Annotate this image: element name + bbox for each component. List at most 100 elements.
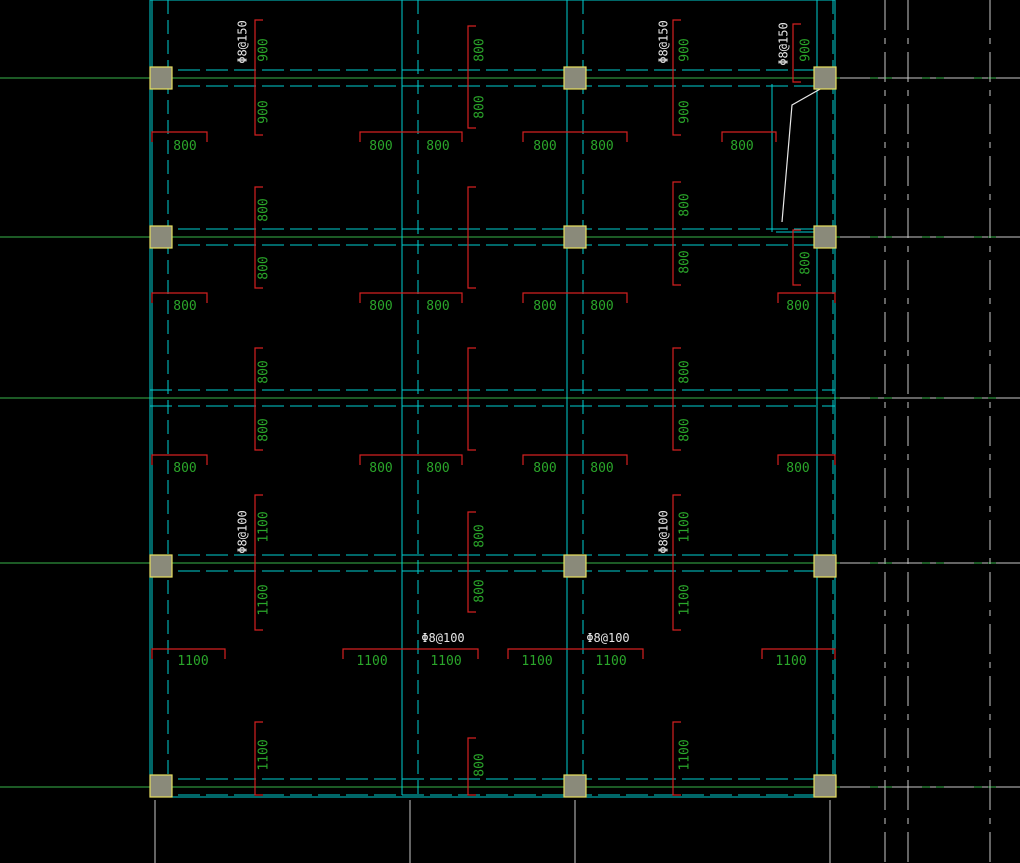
dim-label: 800 — [730, 139, 753, 154]
dim-label: 800 — [257, 360, 272, 383]
reinforcement-brackets — [151, 19, 836, 796]
dim-label: 800 — [426, 461, 449, 476]
rebar-notes: Φ8@150 Φ8@150 Φ8@150 Φ8@100 Φ8@100 Φ8@10… — [236, 20, 791, 645]
bottom-bar-bracket — [522, 131, 628, 142]
dim-label: 800 — [799, 251, 814, 274]
dim-label: 800 — [786, 461, 809, 476]
dim-label: 800 — [473, 38, 488, 61]
column-square — [813, 774, 837, 798]
bottom-bar-bracket — [151, 454, 208, 465]
bottom-bar-bracket — [359, 292, 463, 303]
column-square — [813, 554, 837, 578]
bottom-bar-bracket — [151, 131, 208, 142]
dim-label: 800 — [473, 753, 488, 776]
top-bar-bracket — [254, 347, 263, 451]
dim-label: 800 — [257, 418, 272, 441]
dim-label: 800 — [590, 461, 613, 476]
dim-label: 1100 — [595, 654, 626, 669]
top-bar-bracket — [254, 19, 263, 136]
dim-label: 800 — [678, 193, 693, 216]
rebar-note: Φ8@100 — [236, 510, 250, 553]
bottom-bar-bracket — [777, 292, 836, 303]
dim-label: 1100 — [775, 654, 806, 669]
top-bar-bracket — [467, 737, 476, 796]
bottom-bar-bracket — [151, 648, 226, 659]
top-bar-bracket — [467, 347, 476, 451]
top-bar-bracket — [254, 494, 263, 631]
top-bar-bracket — [467, 186, 476, 289]
column-square — [563, 66, 587, 90]
column-square — [813, 66, 837, 90]
bottom-bar-bracket — [151, 292, 208, 303]
dim-label: 800 — [369, 461, 392, 476]
dim-label: 900 — [678, 38, 693, 61]
dim-label: 900 — [678, 100, 693, 123]
rebar-note: Φ8@150 — [657, 20, 671, 63]
opening-outline — [781, 87, 823, 223]
dim-label: 800 — [257, 256, 272, 279]
top-bar-bracket — [792, 229, 801, 286]
bottom-bar-bracket — [721, 131, 777, 142]
bottom-bar-bracket — [777, 454, 836, 465]
dim-label: 1100 — [678, 584, 693, 615]
column-square — [149, 66, 173, 90]
dim-label: 900 — [257, 100, 272, 123]
dim-label: 1100 — [257, 584, 272, 615]
dim-label: 800 — [473, 524, 488, 547]
top-bar-bracket — [254, 721, 263, 796]
rebar-note: Φ8@100 — [421, 631, 464, 645]
top-bar-bracket — [792, 23, 801, 83]
dim-label: 800 — [369, 139, 392, 154]
dim-label: 800 — [473, 95, 488, 118]
dim-label: 1100 — [356, 654, 387, 669]
dim-label: 900 — [799, 38, 814, 61]
top-bar-bracket — [672, 494, 681, 631]
top-bar-bracket — [672, 347, 681, 451]
dim-label: 1100 — [257, 511, 272, 542]
dim-label: 800 — [678, 418, 693, 441]
column-square — [149, 774, 173, 798]
slab-outline — [149, 0, 836, 798]
rebar-note: Φ8@100 — [586, 631, 629, 645]
dim-label: 800 — [173, 461, 196, 476]
dim-label: 1100 — [521, 654, 552, 669]
rebar-note: Φ8@150 — [777, 22, 791, 65]
dim-label: 900 — [257, 38, 272, 61]
top-bar-bracket — [672, 181, 681, 286]
dim-label: 1100 — [257, 739, 272, 770]
bottom-bar-bracket — [359, 131, 463, 142]
dim-label: 1100 — [678, 739, 693, 770]
column-square — [149, 554, 173, 578]
dim-label: 1100 — [430, 654, 461, 669]
dim-label: 800 — [473, 579, 488, 602]
columns — [149, 66, 837, 798]
column-square — [563, 554, 587, 578]
dim-label: 800 — [257, 198, 272, 221]
top-bar-bracket — [254, 186, 263, 289]
dim-label: 800 — [369, 299, 392, 314]
top-bar-bracket — [672, 19, 681, 136]
rebar-note: Φ8@150 — [236, 20, 250, 63]
column-square — [149, 225, 173, 249]
dim-label: 800 — [590, 299, 613, 314]
bottom-bar-bracket — [522, 292, 628, 303]
dim-label: 800 — [533, 139, 556, 154]
bottom-bar-bracket — [522, 454, 628, 465]
top-bar-bracket — [467, 25, 476, 129]
opening-edge-line — [781, 87, 823, 223]
bottom-bar-bracket — [507, 648, 644, 659]
dim-label: 800 — [173, 299, 196, 314]
dim-label: 800 — [426, 139, 449, 154]
column-square — [563, 225, 587, 249]
bottom-bar-bracket — [359, 454, 463, 465]
dim-label: 800 — [678, 360, 693, 383]
bottom-bar-bracket — [342, 648, 479, 659]
top-bar-bracket — [672, 721, 681, 796]
column-square — [563, 774, 587, 798]
dim-label: 800 — [786, 299, 809, 314]
top-bar-bracket — [467, 511, 476, 613]
bottom-bar-bracket — [761, 648, 836, 659]
dim-label: 1100 — [177, 654, 208, 669]
